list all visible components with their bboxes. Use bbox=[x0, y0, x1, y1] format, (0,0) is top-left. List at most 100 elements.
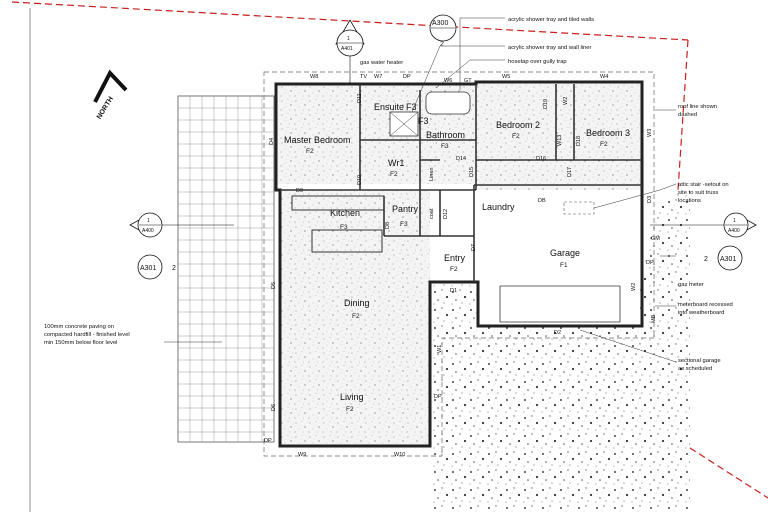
note-meterboard-2: into weatherboard bbox=[678, 310, 724, 316]
tag-mb: MB bbox=[651, 314, 657, 323]
concrete-paving bbox=[177, 95, 275, 443]
room-labels: Master Bedroom F2 Ensuite F3 F3 Bathroom… bbox=[284, 102, 660, 413]
label-master-bedroom: Master Bedroom bbox=[284, 135, 351, 145]
code-bathroom-top: F3 bbox=[418, 116, 429, 126]
label-ensuite: Ensuite bbox=[374, 102, 404, 112]
note-paving-1: 100mm concrete paving on bbox=[44, 324, 114, 330]
tag-d3: D3 bbox=[647, 196, 653, 203]
label-garage: Garage bbox=[550, 248, 580, 258]
tag-w2-garage: W2 bbox=[631, 283, 637, 291]
label-wr1: Wr1 bbox=[388, 158, 404, 168]
code-db: DB bbox=[538, 198, 546, 204]
marker-a400-left-number: 1 bbox=[147, 218, 150, 224]
garage-door bbox=[499, 285, 621, 323]
tag-tv: TV bbox=[360, 74, 367, 80]
tag-linen: Linen bbox=[429, 168, 435, 181]
tag-d7: D7 bbox=[471, 244, 477, 251]
note-garage-2: as scheduled bbox=[678, 366, 712, 372]
kitchen-bench-top bbox=[291, 195, 385, 211]
marker-a301-left-number: 2 bbox=[172, 265, 176, 272]
label-dining: Dining bbox=[344, 298, 370, 308]
tag-d15: D15 bbox=[469, 167, 475, 177]
tag-coat: coat bbox=[429, 208, 435, 219]
north-arrow: NORTH bbox=[93, 69, 128, 121]
note-attic-1: attic stair -setout on bbox=[678, 182, 729, 188]
tag-dp-right: DP bbox=[646, 260, 654, 266]
marker-a300-number: 2 bbox=[440, 41, 444, 48]
code-bedroom-3: F2 bbox=[600, 141, 608, 148]
label-laundry: Laundry bbox=[482, 202, 515, 212]
tag-d18: D18 bbox=[576, 136, 582, 146]
note-shower-liner: acrylic shower tray and wall liner bbox=[508, 45, 592, 51]
north-label: NORTH bbox=[96, 96, 115, 121]
label-pantry: Pantry bbox=[392, 204, 419, 214]
code-bedroom-2: F2 bbox=[512, 133, 520, 140]
tag-d5: D5 bbox=[271, 282, 277, 289]
note-gas-meter: gas meter bbox=[678, 282, 704, 288]
tag-w3: W3 bbox=[647, 129, 653, 137]
leader-lines bbox=[164, 17, 677, 363]
marker-a300-sheet: A300 bbox=[432, 20, 448, 27]
tag-w2-top: W2 bbox=[563, 97, 569, 105]
code-pantry: F3 bbox=[400, 221, 408, 228]
code-living: F2 bbox=[346, 406, 354, 413]
tag-dp-left: DP bbox=[264, 438, 272, 444]
note-shower-tiled: acrylic shower tray and tiled walls bbox=[508, 17, 594, 23]
code-garage: F1 bbox=[560, 262, 568, 269]
tag-d16: D16 bbox=[536, 156, 546, 162]
window-door-tags: W8 TV W7 DP W6 GT W5 W4 W3 D4 D11 D10 D9… bbox=[264, 74, 657, 458]
tag-dp-top: DP bbox=[403, 74, 411, 80]
marker-a400-right-sheet: A400 bbox=[728, 228, 740, 234]
label-kitchen: Kitchen bbox=[330, 208, 360, 218]
interior-walls bbox=[280, 84, 642, 282]
note-gas-water-heater: gas water heater bbox=[360, 60, 403, 66]
note-attic-3: locations bbox=[678, 198, 701, 204]
marker-a400-right-number: 1 bbox=[733, 218, 736, 224]
tag-d14: D14 bbox=[456, 156, 466, 162]
tag-dp-entry: DP bbox=[434, 394, 442, 400]
tag-d11: D11 bbox=[357, 93, 363, 103]
section-marker-a400-left: 1 A400 bbox=[129, 212, 234, 238]
note-roof-line-1: roof line shown bbox=[678, 104, 717, 110]
marker-a301-left-sheet: A301 bbox=[140, 265, 156, 272]
section-marker-a301-left: A301 2 bbox=[137, 254, 176, 280]
tag-d9: D9 bbox=[296, 188, 303, 194]
driveway-gravel bbox=[430, 190, 690, 512]
tag-d2: D2 bbox=[554, 330, 561, 336]
code-kitchen: F3 bbox=[340, 224, 348, 231]
marker-a401-number: 1 bbox=[347, 36, 350, 42]
label-entry: Entry bbox=[444, 253, 466, 263]
tag-d6: D6 bbox=[271, 404, 277, 411]
tag-w6: W6 bbox=[444, 78, 452, 84]
note-hosetap: hosetap over gully trap bbox=[508, 59, 567, 65]
section-marker-a401: 1 A401 bbox=[335, 19, 365, 84]
marker-a301-right-number: 2 bbox=[704, 256, 708, 263]
note-paving-3: min 150mm below floor level bbox=[44, 340, 117, 346]
tag-d12: D12 bbox=[443, 209, 449, 219]
bath-tub bbox=[425, 91, 471, 115]
tag-d10: D10 bbox=[357, 175, 363, 185]
note-roof-line-2: dashed bbox=[678, 112, 697, 118]
tag-w7: W7 bbox=[374, 74, 382, 80]
tag-w10: W10 bbox=[394, 452, 405, 458]
section-marker-a301-right: A301 2 bbox=[704, 245, 743, 271]
marker-a400-left-sheet: A400 bbox=[142, 228, 154, 234]
marker-a301-right-sheet: A301 bbox=[720, 256, 736, 263]
section-marker-a400-right: 1 A400 bbox=[650, 212, 757, 238]
code-dining: F2 bbox=[352, 313, 360, 320]
label-living: Living bbox=[340, 392, 364, 402]
tag-w13: W13 bbox=[557, 135, 563, 146]
garage-floor bbox=[478, 190, 640, 326]
tag-w9: W9 bbox=[298, 452, 306, 458]
tag-w1: W1 bbox=[437, 345, 443, 353]
note-attic-2: site to suit truss bbox=[678, 190, 718, 196]
tag-d1: D1 bbox=[450, 288, 457, 294]
roof-line bbox=[263, 71, 655, 457]
code-ensuite: F3 bbox=[406, 102, 417, 112]
code-gm: GM bbox=[651, 236, 660, 242]
label-bedroom-3: Bedroom 3 bbox=[586, 128, 630, 138]
code-master-bedroom: F2 bbox=[306, 148, 314, 155]
exterior-walls bbox=[274, 80, 644, 448]
